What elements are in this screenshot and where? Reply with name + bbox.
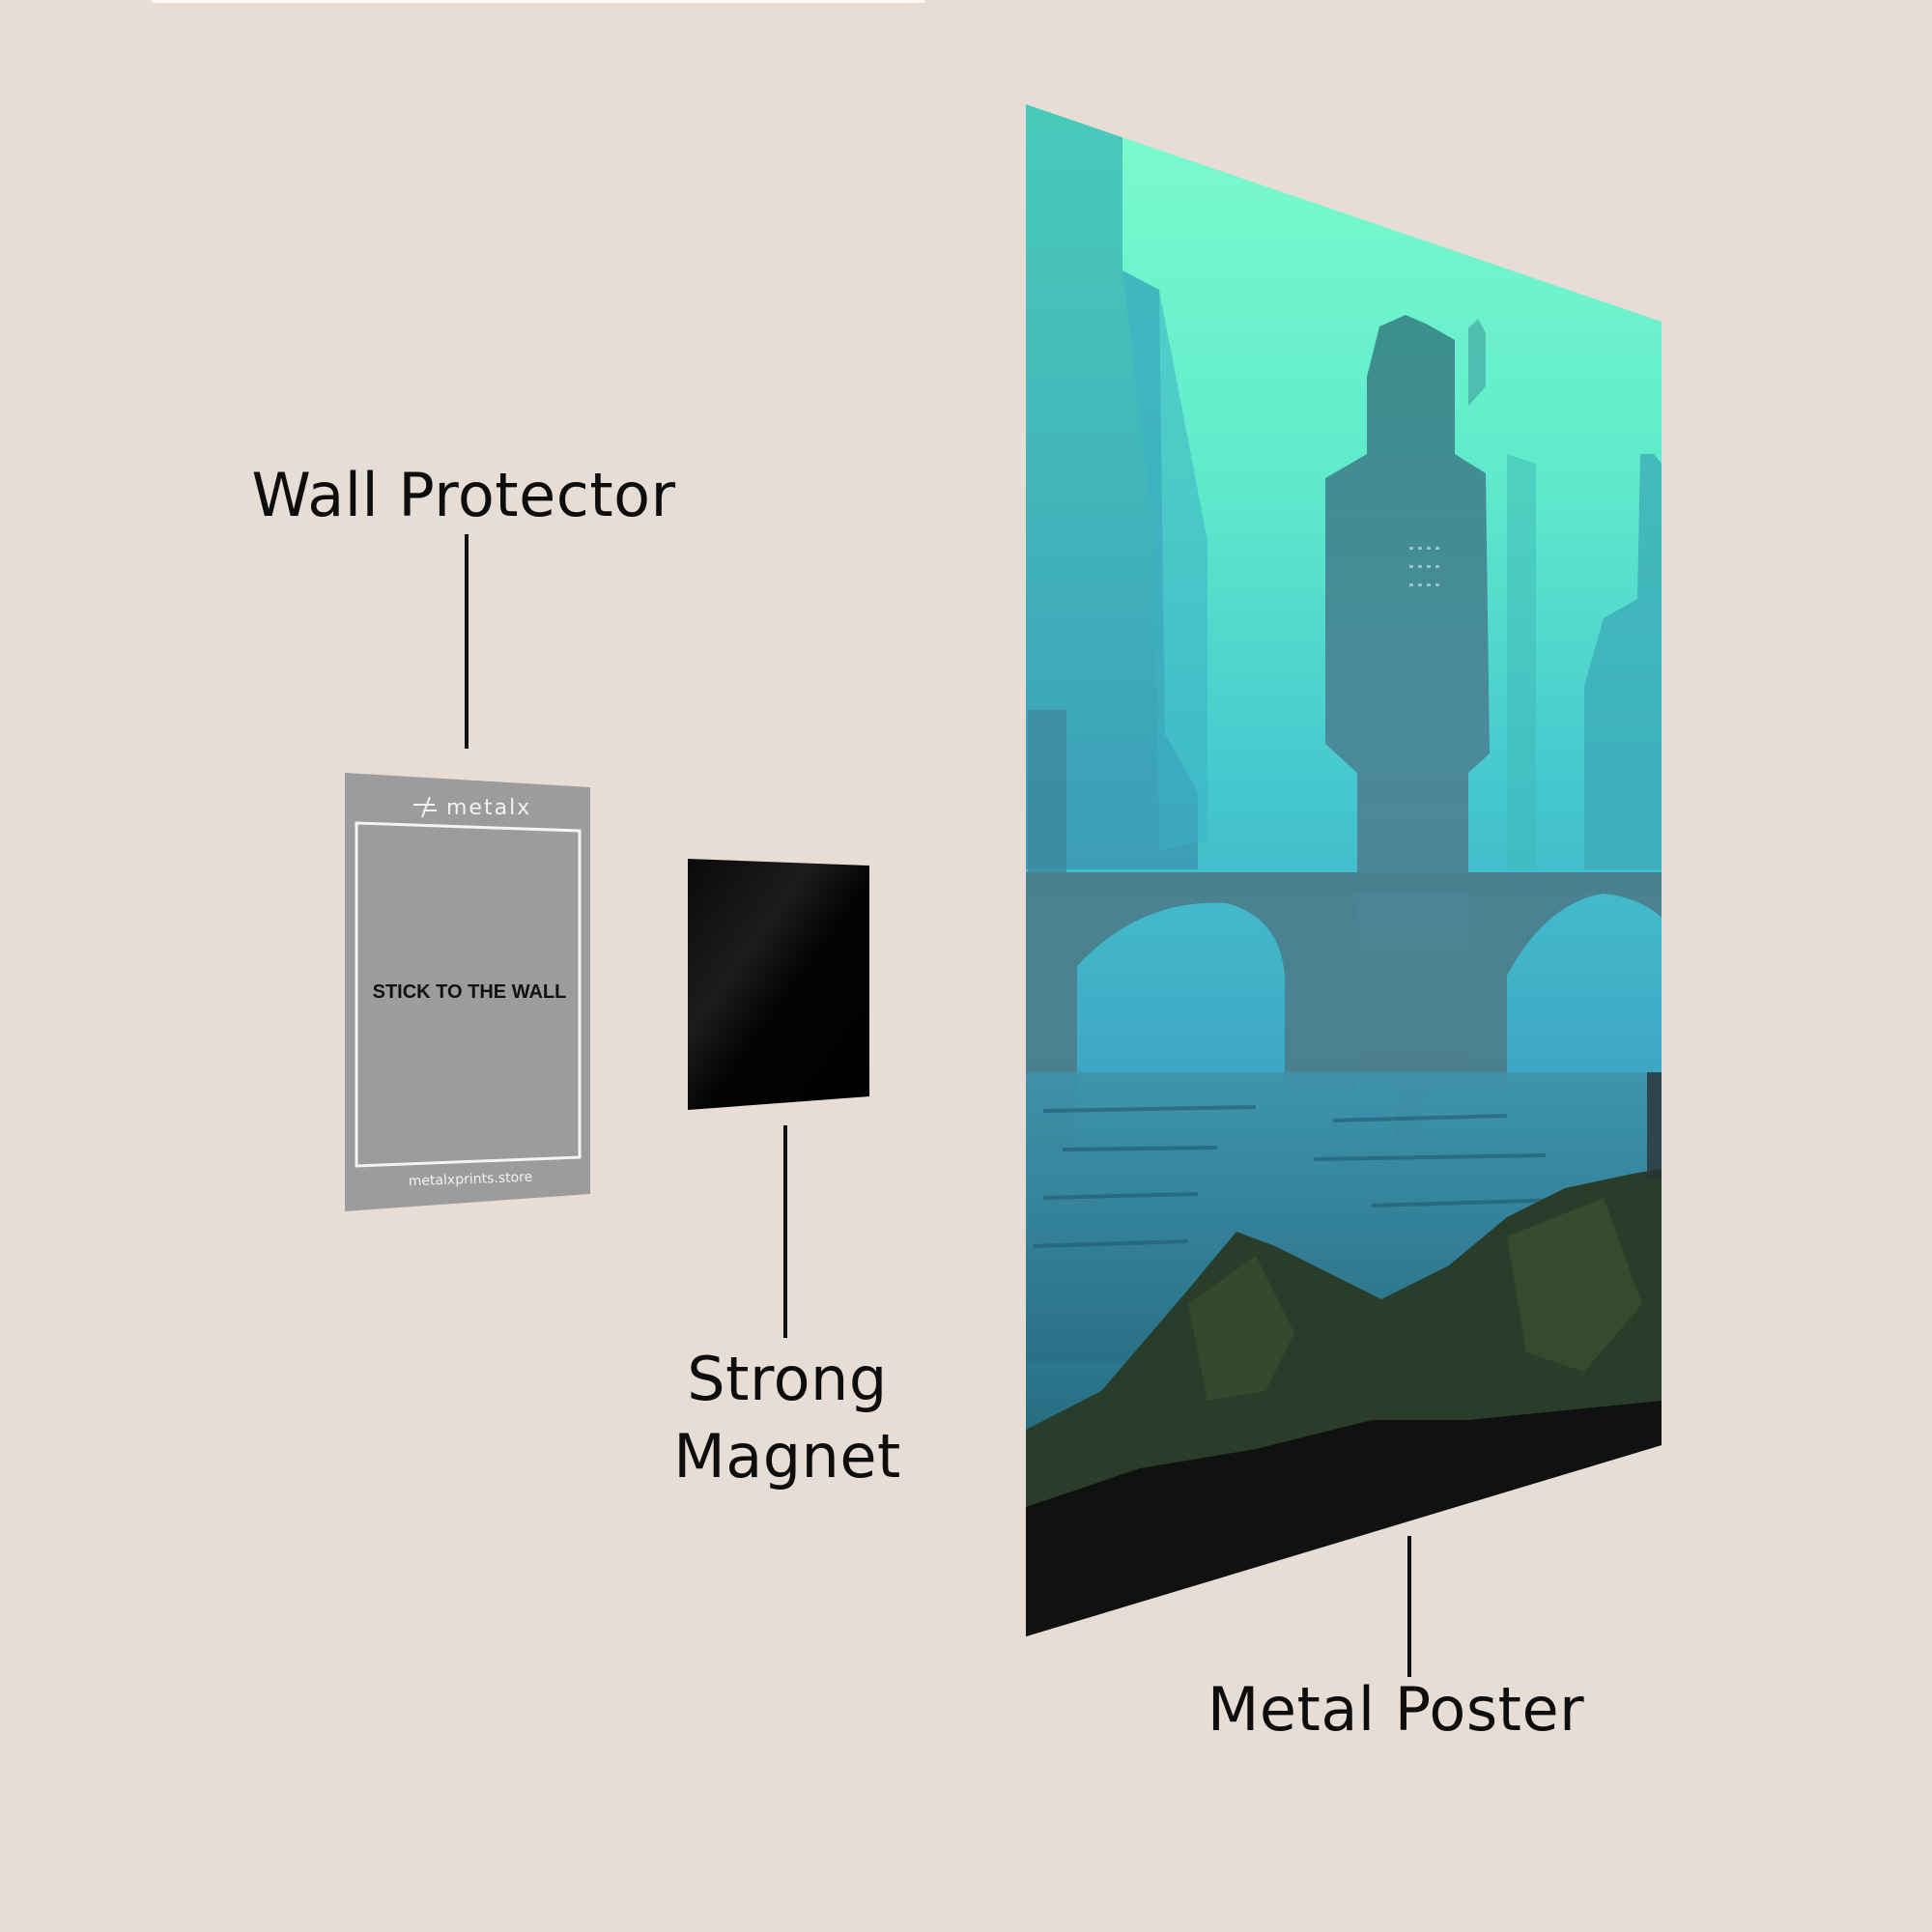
metal-poster-label: Metal Poster	[1207, 1674, 1585, 1745]
wall-protector-label: Wall Protector	[251, 460, 676, 530]
metalx-logo-icon	[413, 796, 437, 818]
strong-magnet-label: Strong Magnet	[638, 1341, 937, 1495]
wall-protector-leader-line	[465, 534, 469, 749]
top-strip	[152, 0, 924, 3]
magnet-leader-line	[783, 1125, 787, 1338]
metal-poster-artwork	[1026, 104, 1662, 1636]
wall-protector-card: metalx STICK TO THE WALL metalxprints.st…	[345, 773, 590, 1211]
poster-leader-line	[1407, 1536, 1411, 1677]
strong-magnet	[688, 859, 869, 1110]
strong-magnet-label-line1: Strong	[687, 1344, 888, 1414]
wall-protector-instruction: STICK TO THE WALL	[373, 981, 567, 1003]
wall-protector-url: metalxprints.store	[408, 1170, 532, 1189]
strong-magnet-label-line2: Magnet	[673, 1421, 901, 1492]
wall-protector-brand: metalx	[446, 796, 531, 820]
